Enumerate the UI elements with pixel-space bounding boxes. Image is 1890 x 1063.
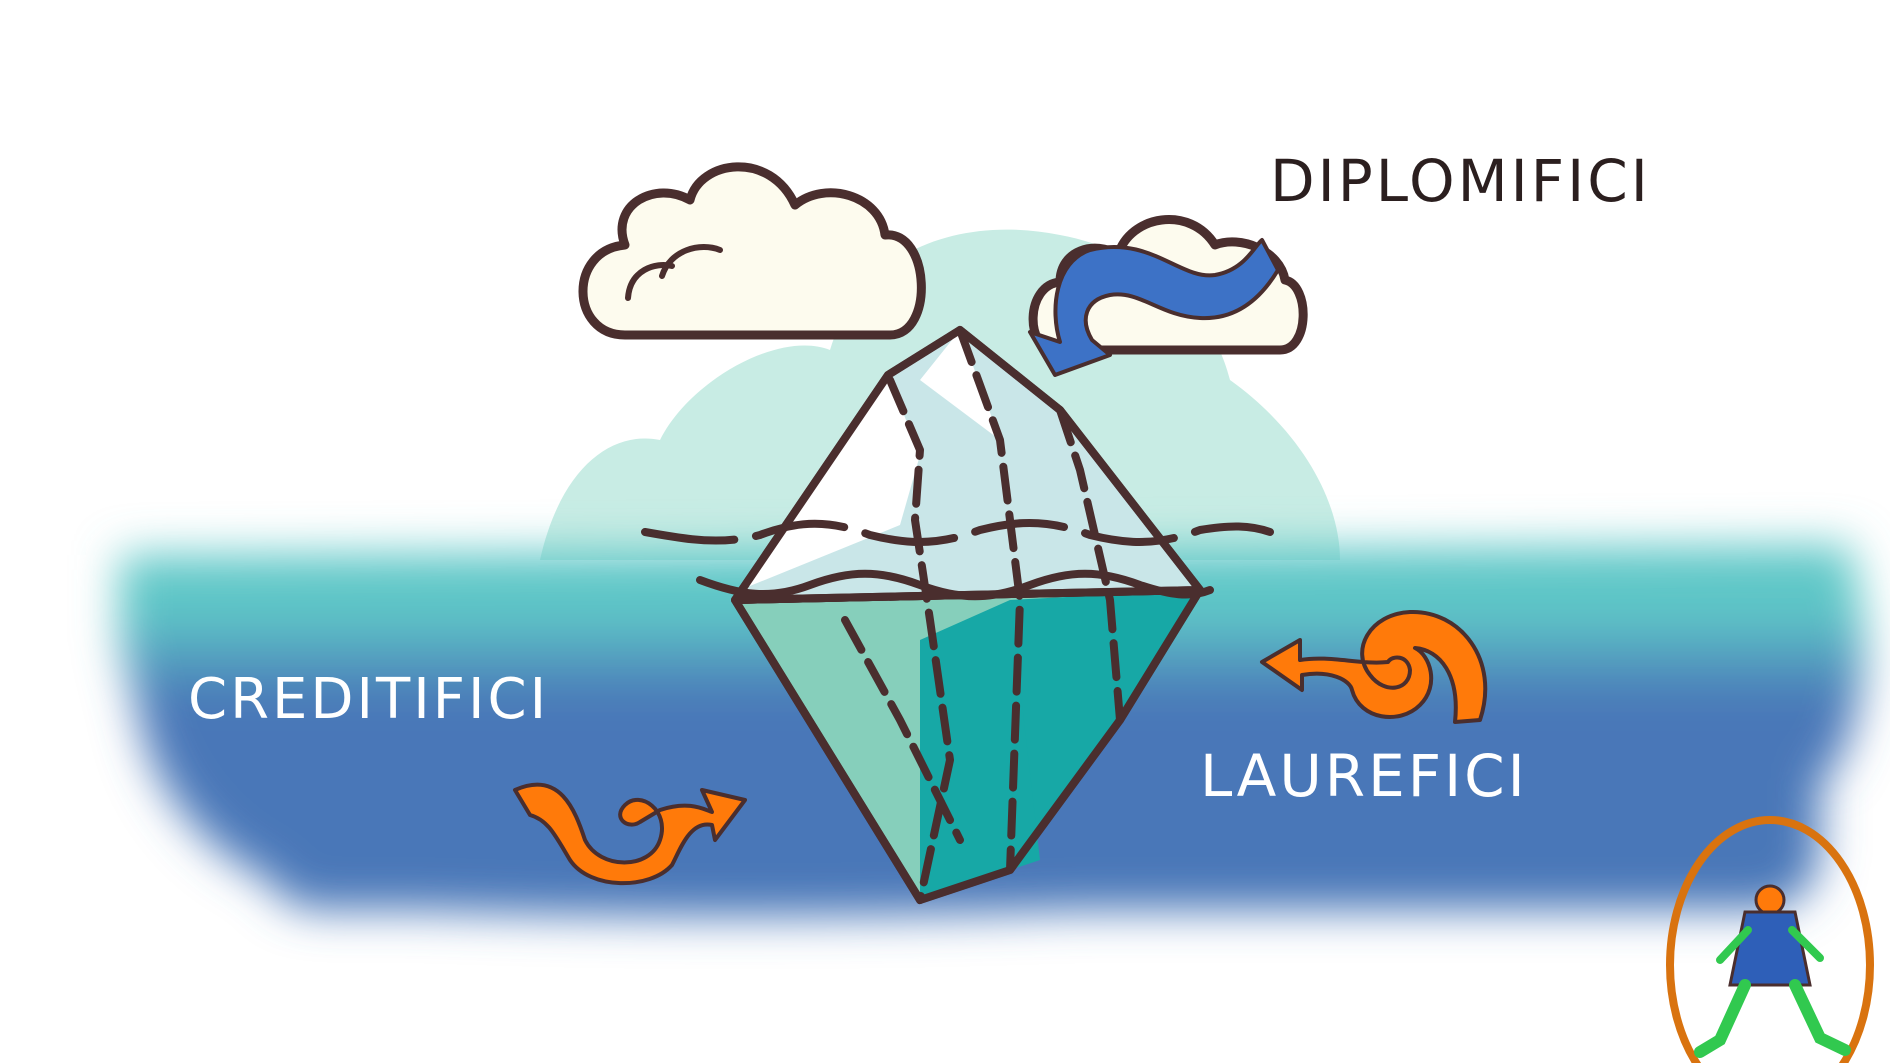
label-diplomifici: DIPLOMIFICI xyxy=(1270,147,1651,215)
iceberg-icon xyxy=(641,326,1274,904)
curly-arrow-blue-icon xyxy=(1028,238,1280,377)
label-creditifici: CREDITIFICI xyxy=(188,667,550,732)
label-laurefici: LAUREFICI xyxy=(1200,742,1528,810)
curly-arrow-orange-left-icon xyxy=(1260,609,1488,724)
curly-arrow-orange-right-icon xyxy=(513,782,747,886)
jester-mascot-icon xyxy=(1666,816,1874,1063)
cloud-left-icon xyxy=(578,162,926,340)
